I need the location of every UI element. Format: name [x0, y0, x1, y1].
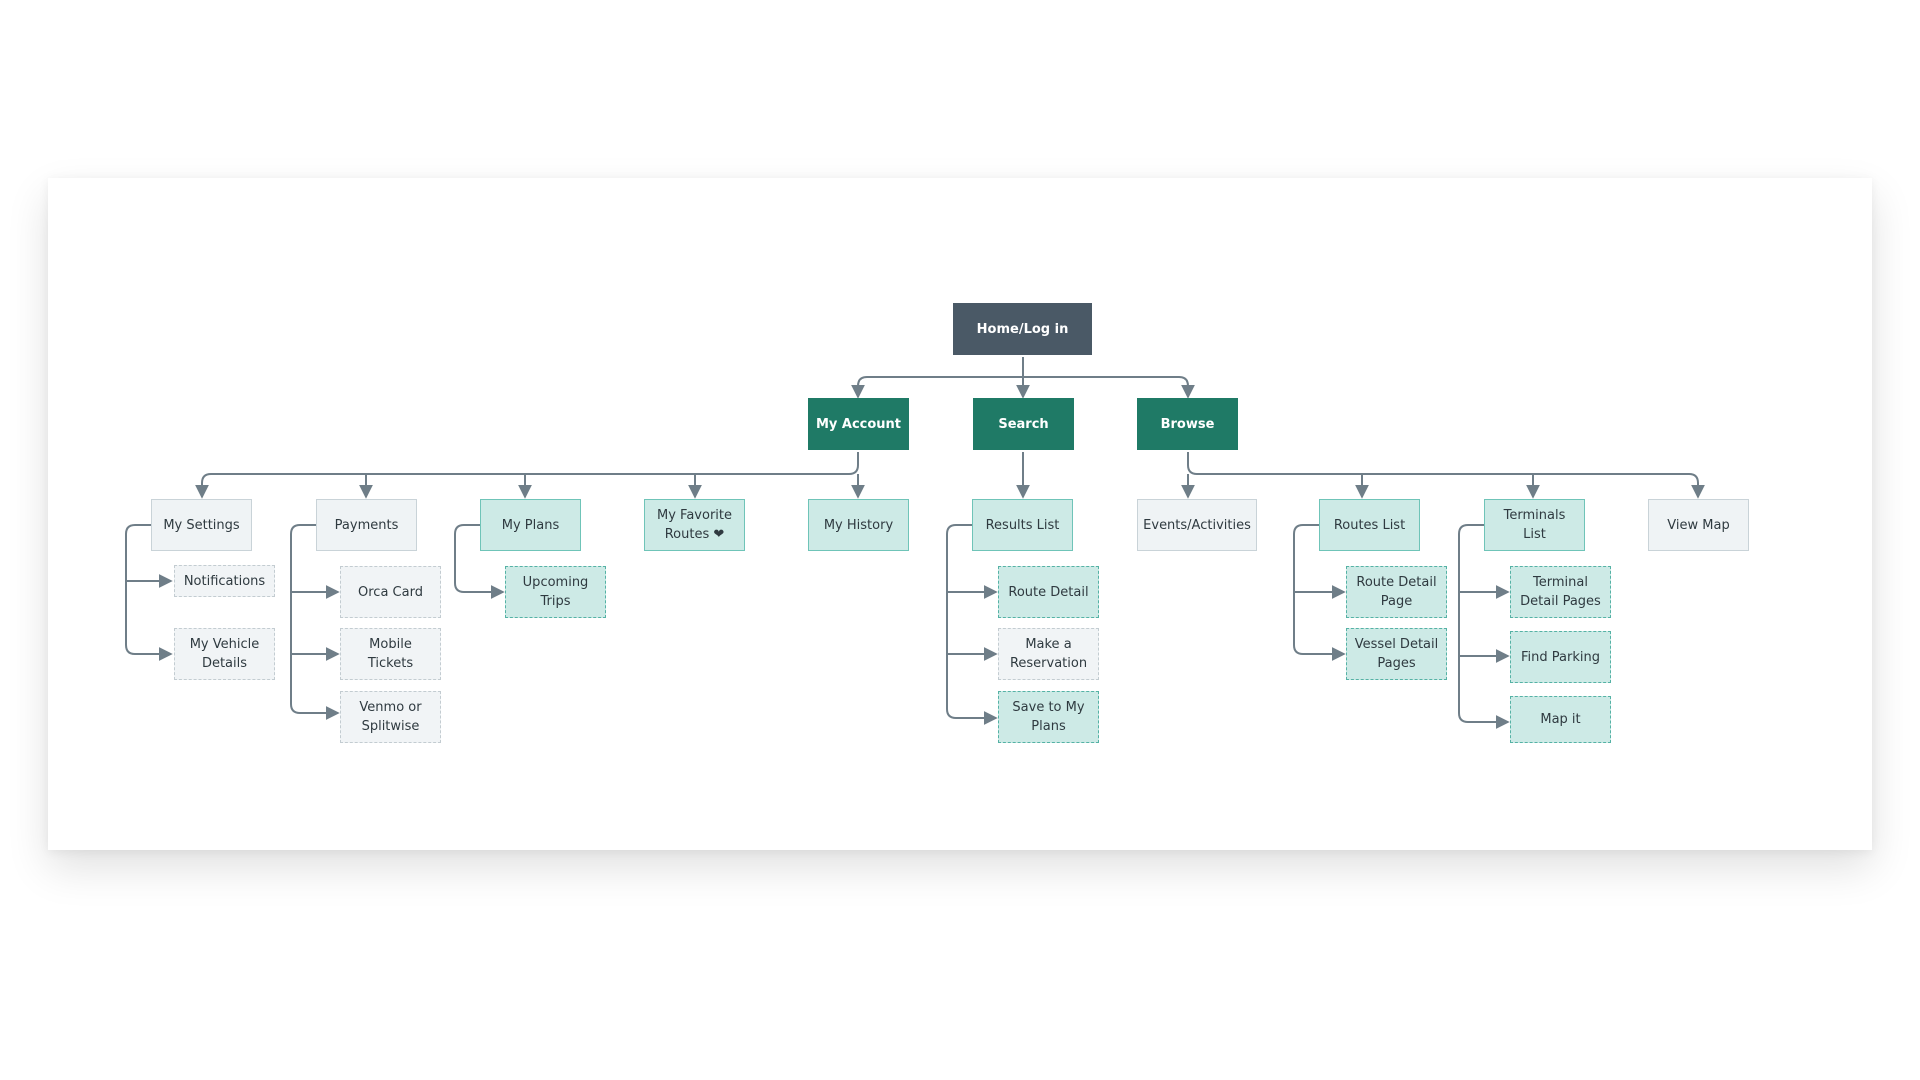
node-upcoming-trips: Upcoming Trips — [505, 566, 606, 618]
node-my-favorite-routes: My Favorite Routes ❤ — [644, 499, 745, 551]
node-my-vehicle-details: My Vehicle Details — [174, 628, 275, 680]
node-routes-list: Routes List — [1319, 499, 1420, 551]
node-map-it: Map it — [1510, 696, 1611, 743]
node-my-account: My Account — [808, 398, 909, 450]
node-vessel-detail-pages: Vessel Detail Pages — [1346, 628, 1447, 680]
node-payments: Payments — [316, 499, 417, 551]
node-venmo-or-splitwise: Venmo or Splitwise — [340, 691, 441, 743]
node-my-history: My History — [808, 499, 909, 551]
node-view-map: View Map — [1648, 499, 1749, 551]
node-home-log-in: Home/Log in — [953, 303, 1092, 355]
node-my-plans: My Plans — [480, 499, 581, 551]
node-save-to-my-plans: Save to My Plans — [998, 691, 1099, 743]
node-events-activities: Events/Activities — [1137, 499, 1257, 551]
node-browse: Browse — [1137, 398, 1238, 450]
node-my-settings: My Settings — [151, 499, 252, 551]
node-orca-card: Orca Card — [340, 566, 441, 618]
node-mobile-tickets: Mobile Tickets — [340, 628, 441, 680]
node-terminals-list: Terminals List — [1484, 499, 1585, 551]
node-results-list: Results List — [972, 499, 1073, 551]
node-make-a-reservation: Make a Reservation — [998, 628, 1099, 680]
node-search: Search — [973, 398, 1074, 450]
node-route-detail-page: Route Detail Page — [1346, 566, 1447, 618]
node-notifications: Notifications — [174, 565, 275, 597]
node-find-parking: Find Parking — [1510, 631, 1611, 683]
node-terminal-detail-pages: Terminal Detail Pages — [1510, 566, 1611, 618]
node-route-detail: Route Detail — [998, 566, 1099, 618]
